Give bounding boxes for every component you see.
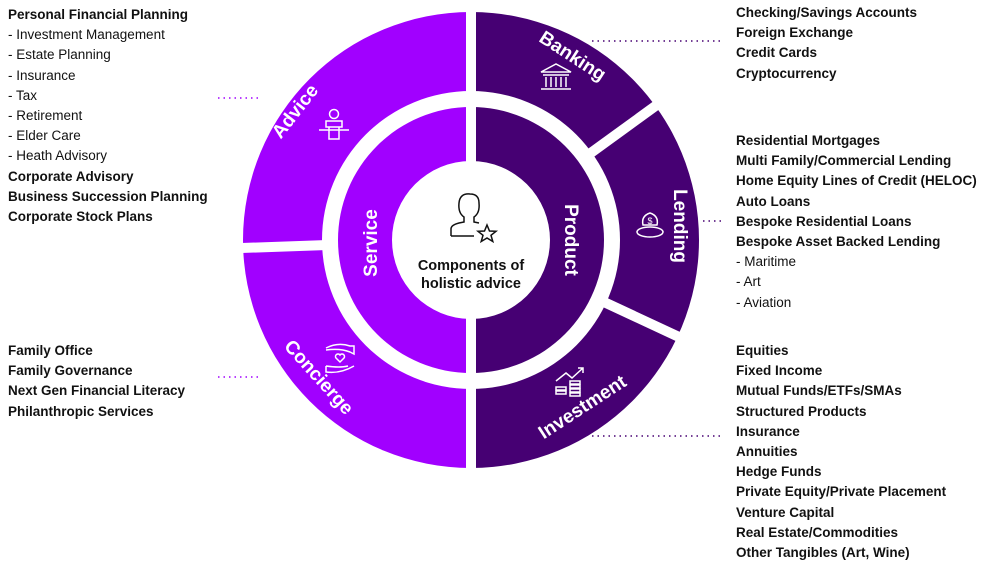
lending-list-item: Bespoke Asset Backed Lending <box>736 233 941 249</box>
growth-coins-icon <box>555 367 584 397</box>
banking-list-item: Cryptocurrency <box>736 65 837 81</box>
investment-list-item: Mutual Funds/ETFs/SMAs <box>736 383 902 399</box>
investment-list-item: Hedge Funds <box>736 464 822 480</box>
lending-list-item: - Aviation <box>736 294 792 310</box>
advice-list: Personal Financial Planning - Investment … <box>8 5 208 227</box>
concierge-list-item: Philanthropic Services <box>8 403 154 419</box>
lending-list-item: - Maritime <box>736 254 796 270</box>
svg-text:$: $ <box>647 216 652 226</box>
center-title-line2: holistic advice <box>421 276 521 292</box>
banking-list-item: Checking/Savings Accounts <box>736 5 918 20</box>
concierge-list-item: Family Governance <box>8 363 133 379</box>
person-star-icon <box>450 193 499 244</box>
product-label: Product <box>560 204 581 276</box>
lending-label: Lending <box>669 189 690 263</box>
lending-list-item: Bespoke Residential Loans <box>736 213 912 229</box>
concierge-list-item: Next Gen Financial Literacy <box>8 383 186 399</box>
podium-speaker-icon <box>319 108 349 140</box>
advice-list-item: Business Succession Planning <box>8 188 208 204</box>
investment-list-item: Other Tangibles (Art, Wine) <box>736 544 910 560</box>
lending-list-item: Home Equity Lines of Credit (HELOC) <box>736 173 977 189</box>
banking-list-item: Credit Cards <box>736 45 818 61</box>
concierge-list-item: Family Office <box>8 343 93 358</box>
advice-list-item: Personal Financial Planning <box>8 7 189 22</box>
advice-list-item: - Elder Care <box>8 128 81 144</box>
investment-list-item: Venture Capital <box>736 504 835 520</box>
hands-heart-icon <box>325 343 355 374</box>
investment-list-item: Fixed Income <box>736 363 823 379</box>
advice-list-item: - Investment Management <box>8 27 165 43</box>
advice-list-item: - Heath Advisory <box>8 148 108 164</box>
investment-list-item: Real Estate/Commodities <box>736 524 899 540</box>
outer-ring-product <box>471 12 699 468</box>
investment-list-item: Equities <box>736 343 789 358</box>
lending-list-item: Auto Loans <box>736 193 811 209</box>
bank-building-icon <box>540 63 572 90</box>
advice-list-item: - Tax <box>8 87 38 103</box>
advice-list-item: - Insurance <box>8 67 76 83</box>
outer-ring-service <box>243 12 471 468</box>
investment-list-item: Insurance <box>736 423 800 439</box>
money-bag-icon: $ <box>636 212 664 238</box>
investment-list-item: Private Equity/Private Placement <box>736 484 947 500</box>
service-label: Service <box>361 209 382 277</box>
advice-list-item: Corporate Stock Plans <box>8 208 153 224</box>
segment-gaps <box>230 0 691 480</box>
advice-list-item: - Estate Planning <box>8 47 111 63</box>
investment-list-item: Annuities <box>736 443 798 459</box>
investment-list-item: Structured Products <box>736 403 867 419</box>
inner-ring-product <box>471 107 604 373</box>
lending-list-item: Residential Mortgages <box>736 133 881 148</box>
advice-list-item: - Retirement <box>8 107 83 123</box>
lending-list-item: - Art <box>736 274 761 290</box>
banking-list-item: Foreign Exchange <box>736 25 854 41</box>
inner-ring-service <box>338 107 471 373</box>
advice-list-item: Corporate Advisory <box>8 168 134 184</box>
lending-list-item: Multi Family/Commercial Lending <box>736 153 952 169</box>
center-title-line1: Components of <box>418 258 524 274</box>
